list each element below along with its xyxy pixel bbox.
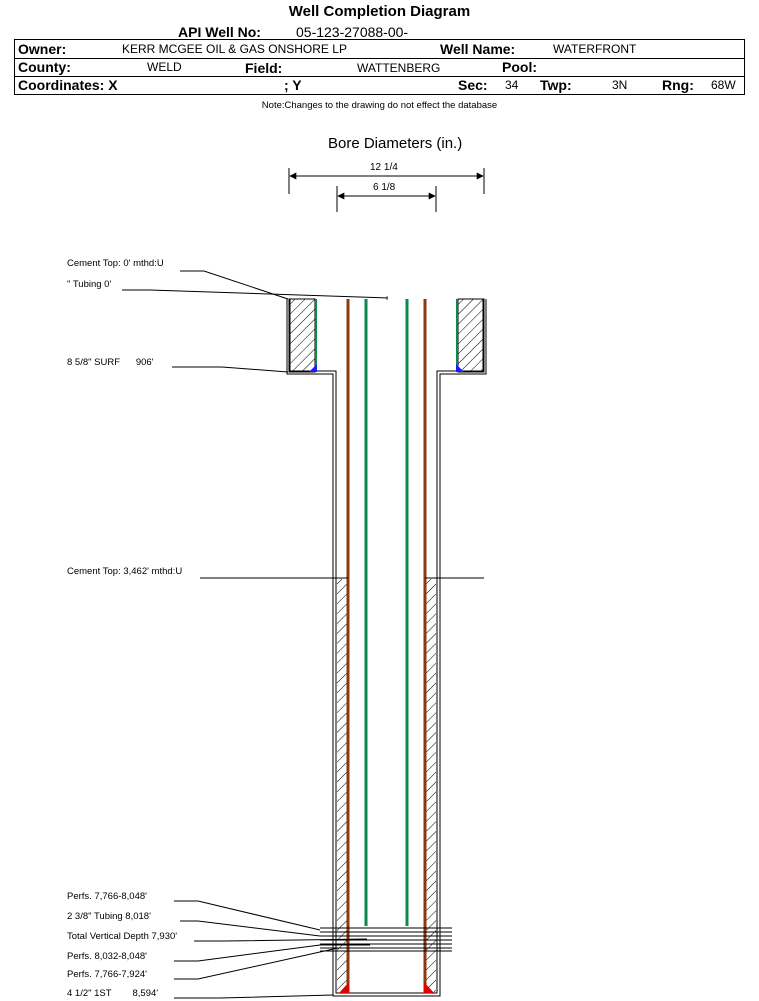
twp-value: 3N bbox=[612, 78, 628, 92]
field-label: Field: bbox=[245, 60, 283, 76]
sec-label: Sec: bbox=[458, 77, 488, 93]
database-note: Note:Changes to the drawing do not effec… bbox=[261, 100, 498, 111]
api-label: API Well No: bbox=[178, 24, 261, 40]
api-value: 05-123-27088-00- bbox=[296, 24, 409, 40]
header-border-left bbox=[14, 39, 15, 95]
header-line-3 bbox=[14, 76, 745, 77]
header-border-right bbox=[744, 39, 745, 95]
header-line-4 bbox=[14, 94, 745, 95]
outer-diameter-label: 12 1/4 bbox=[370, 162, 398, 173]
annotation-total-vertical-depth: Total Vertical Depth 7,930' bbox=[67, 931, 178, 942]
annotation-cement-top-production: Cement Top: 3,462' mthd:U bbox=[67, 566, 183, 577]
owner-label: Owner: bbox=[18, 41, 67, 57]
field-value: WATTENBERG bbox=[357, 61, 441, 75]
county-value: WELD bbox=[147, 60, 182, 74]
production-shoe-right bbox=[424, 982, 434, 993]
owner-value: KERR MCGEE OIL & GAS ONSHORE LP bbox=[122, 42, 347, 56]
production-shoe-left bbox=[339, 982, 349, 993]
annotation-surface-casing: 8 5/8" SURF 906' bbox=[67, 357, 154, 368]
header-line-2 bbox=[14, 58, 745, 59]
annotation-perfs-1: Perfs. 7,766-8,048' bbox=[67, 891, 147, 902]
county-label: County: bbox=[18, 59, 71, 75]
surface-cement-right bbox=[457, 298, 485, 373]
rng-value: 68W bbox=[711, 78, 736, 92]
inner-diameter-label: 6 1/8 bbox=[373, 182, 396, 193]
well-name-label: Well Name: bbox=[440, 41, 516, 57]
annotation-tubing-depth: 2 3/8" Tubing 8,018' bbox=[67, 911, 151, 922]
hole-outline bbox=[286, 299, 487, 997]
bore-diameters-title: Bore Diameters (in.) bbox=[328, 135, 463, 152]
leader-lines bbox=[122, 270, 484, 999]
well-name-value: WATERFRONT bbox=[553, 42, 637, 56]
perforations bbox=[320, 927, 452, 952]
dimension-lines bbox=[288, 168, 485, 212]
annotation-perfs-3: Perfs. 7,766-7,924' bbox=[67, 969, 147, 980]
surface-shoe-left bbox=[309, 364, 317, 372]
coordinates-label: Coordinates: X bbox=[18, 77, 118, 93]
surface-shoe-right bbox=[456, 364, 464, 372]
annotation-tubing-top: " Tubing 0' bbox=[67, 279, 112, 290]
production-cement-left bbox=[337, 579, 348, 993]
header-line-1 bbox=[14, 39, 745, 40]
production-cement-right bbox=[425, 579, 436, 993]
surface-cement-left bbox=[288, 298, 316, 373]
coordinates-y-label: ; Y bbox=[284, 77, 302, 93]
diagram-title: Well Completion Diagram bbox=[288, 3, 471, 20]
rng-label: Rng: bbox=[662, 77, 694, 93]
annotation-production-casing: 4 1/2" 1ST 8,594' bbox=[67, 988, 159, 999]
annotation-cement-top-surface: Cement Top: 0' mthd:U bbox=[67, 258, 164, 269]
twp-label: Twp: bbox=[540, 77, 572, 93]
sec-value: 34 bbox=[505, 78, 519, 92]
pool-label: Pool: bbox=[502, 59, 537, 75]
annotation-perfs-2: Perfs. 8,032-8,048' bbox=[67, 951, 147, 962]
